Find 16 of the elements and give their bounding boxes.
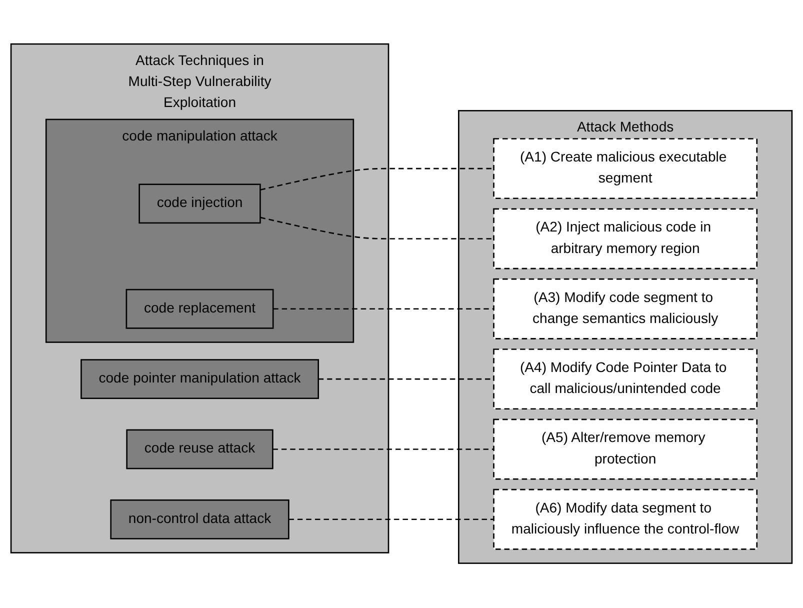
connector: [260, 217, 494, 240]
connector: [272, 448, 494, 450]
node-box: code reuse attack: [126, 430, 274, 470]
connector: [260, 168, 494, 191]
connector: [273, 308, 494, 310]
node-box: (A3) Modify code segment to change semantics maliciously: [493, 278, 758, 340]
node-box: (A6) Modify data segment to maliciously influence the control-flow: [493, 489, 758, 550]
node-box: non-control data attack: [110, 500, 290, 540]
node-box: (A1) Create malicious executable segment: [493, 138, 758, 200]
node-box: code pointer manipulation attack: [80, 359, 319, 400]
node-box: (A2) Inject malicious code in arbitrary memory region: [493, 208, 758, 270]
node-box: (A4) Modify Code Pointer Data to call malicious/unintended code: [493, 348, 758, 410]
connector: [288, 519, 494, 520]
node-box: code injection: [138, 184, 261, 224]
node-box: code replacement: [126, 289, 274, 330]
node-box: (A5) Alter/remove memory protection: [493, 419, 758, 480]
